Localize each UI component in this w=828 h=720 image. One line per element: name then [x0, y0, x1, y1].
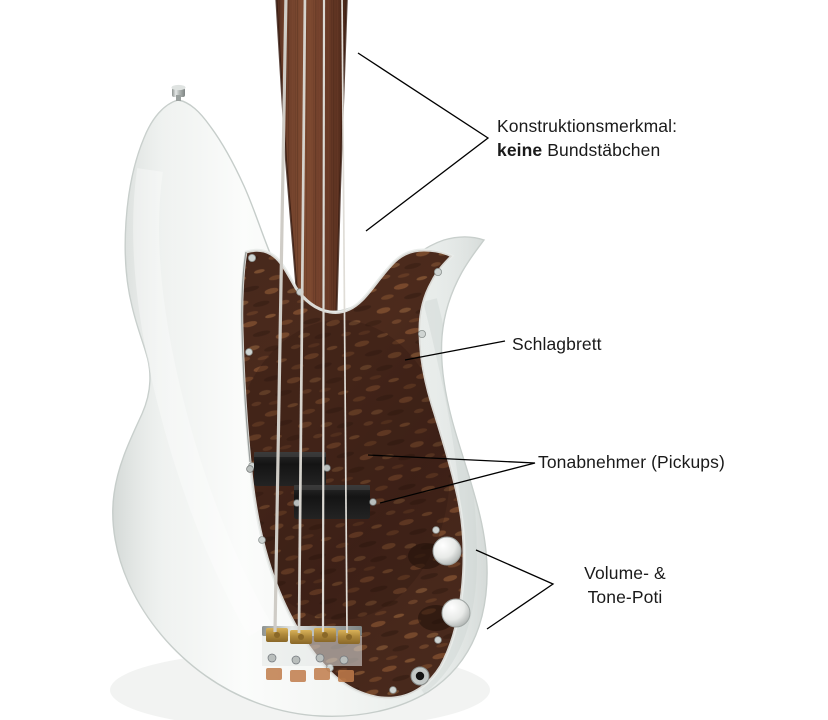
pickup-screw-4 [369, 498, 377, 506]
pickup-coil-upper [254, 452, 326, 486]
pickup-screw-2 [323, 464, 331, 472]
label-pots-line1: Volume- & [584, 563, 666, 583]
string-3 [297, 0, 307, 634]
label-pots-line2: Tone-Poti [587, 587, 663, 607]
strings [273, 0, 348, 634]
pickup-screw-1 [246, 465, 254, 473]
pickup-coil-lower [294, 485, 370, 519]
label-pots: Volume- & Tone-Poti [560, 561, 690, 609]
control-knobs [408, 536, 471, 686]
label-construction-feature: Konstruktionsmerkmal: keine Bundstäbchen [497, 114, 677, 162]
volume-knob [432, 536, 462, 566]
label-pickguard: Schlagbrett [512, 334, 602, 354]
split-coil-pickup-pair [246, 452, 377, 519]
bridge-assembly [262, 626, 362, 682]
neck-left-edge [275, 0, 301, 331]
output-jack [410, 666, 430, 686]
string-2 [321, 0, 326, 633]
pickguard-bevel [240, 248, 466, 700]
bridge-ferrules [266, 668, 354, 682]
string-4 [273, 0, 288, 633]
pickguard-left-shadow [241, 251, 251, 463]
tone-knob [441, 598, 471, 628]
strap-button [171, 84, 186, 101]
label-construction-rest: Bundstäbchen [542, 140, 661, 160]
label-pickups: Tonabnehmer (Pickups) [538, 452, 725, 472]
label-construction-line1: Konstruktionsmerkmal: [497, 116, 678, 136]
neck-right-edge [335, 0, 348, 331]
bridge-screws [267, 632, 352, 665]
string-1 [341, 0, 348, 634]
label-construction-emphasis: keine [497, 140, 543, 160]
label-construction-line2: keine Bundstäbchen [497, 138, 677, 162]
